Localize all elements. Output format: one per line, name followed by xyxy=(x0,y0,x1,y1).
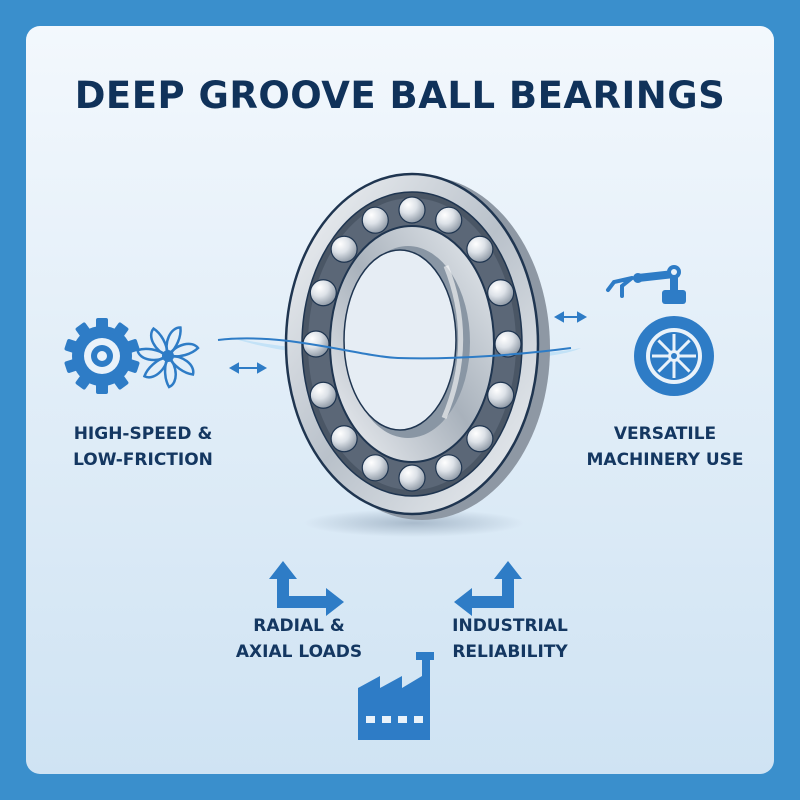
factory-icon xyxy=(358,652,434,740)
gear-fan-icon xyxy=(64,318,200,394)
bearing-ball xyxy=(330,235,358,263)
robot-arm-wheel-icon xyxy=(606,265,714,396)
bearing-ball xyxy=(398,464,426,492)
double-arrow-left-icon xyxy=(228,362,268,374)
bearing-ball xyxy=(466,425,494,453)
bearing-ball xyxy=(361,206,389,234)
bearing-ball xyxy=(330,425,358,453)
diagram-artwork xyxy=(64,172,714,740)
bearing-ball xyxy=(309,381,337,409)
ball-bearing-illustration xyxy=(284,172,550,520)
bearing-ball xyxy=(435,454,463,482)
page-title: DEEP GROOVE BALL BEARINGS xyxy=(74,74,726,117)
feature-label-line: HIGH-SPEED & xyxy=(73,424,213,444)
arrow-up-right-icon xyxy=(269,561,344,616)
feature-label-industrial: INDUSTRIAL RELIABILITY xyxy=(430,613,590,665)
bearing-ball xyxy=(487,381,515,409)
bearing-ball xyxy=(466,235,494,263)
bearing-ball xyxy=(435,206,463,234)
feature-label-line: AXIAL LOADS xyxy=(235,642,363,662)
rotation-line xyxy=(217,337,572,360)
bearing-ball xyxy=(398,196,426,224)
feature-label-high-speed: HIGH-SPEED & LOW-FRICTION xyxy=(58,421,228,473)
feature-label-versatile: VERSATILE MACHINERY USE xyxy=(580,421,750,473)
bearing-shadow xyxy=(304,509,524,537)
bearing-ball xyxy=(309,279,337,307)
double-arrow-right-icon xyxy=(553,311,588,323)
feature-label-line: VERSATILE xyxy=(613,424,717,444)
feature-label-radial-axial: RADIAL & AXIAL LOADS xyxy=(224,613,374,665)
feature-label-line: LOW-FRICTION xyxy=(73,450,213,470)
infographic-panel: DEEP GROOVE BALL BEARINGS xyxy=(26,26,774,774)
bearing-ball xyxy=(361,454,389,482)
feature-label-line: MACHINERY USE xyxy=(586,450,744,470)
bearing-ball xyxy=(487,279,515,307)
feature-label-line: RADIAL & xyxy=(253,616,345,636)
feature-label-line: INDUSTRIAL xyxy=(452,616,568,636)
arrow-up-left-icon xyxy=(454,561,522,616)
feature-label-line: RELIABILITY xyxy=(452,642,568,662)
